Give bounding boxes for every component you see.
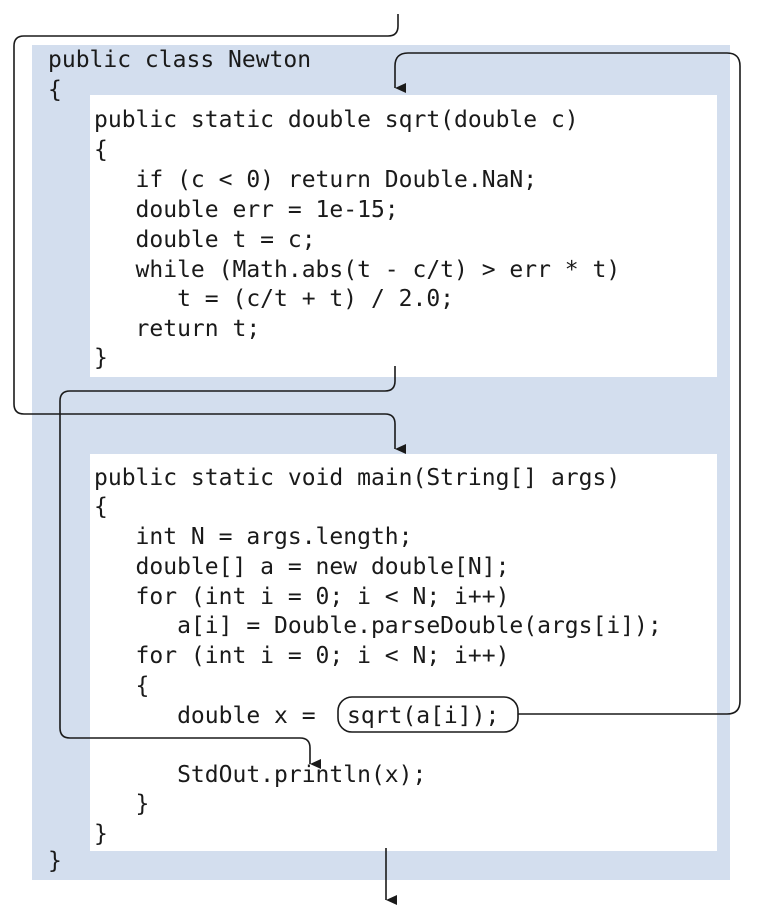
main-line: } xyxy=(94,791,149,817)
sqrt-line: return t; xyxy=(94,316,260,342)
call-to-sqrt-arrow xyxy=(394,52,741,715)
main-line: for (int i = 0; i < N; i++) xyxy=(94,643,509,669)
sqrt-line: double err = 1e-15; xyxy=(94,197,399,223)
main-line: double[] a = new double[N]; xyxy=(94,554,509,580)
main-line: int N = args.length; xyxy=(94,524,413,550)
call-expression: sqrt(a[i]); xyxy=(347,703,499,729)
main-line: } xyxy=(94,821,108,847)
return-to-main-arrow xyxy=(59,366,396,769)
sqrt-line: public static double sqrt(double c) xyxy=(94,107,579,133)
main-method-panel xyxy=(90,454,717,851)
main-line: { xyxy=(94,673,149,699)
class-close-brace: } xyxy=(48,848,62,874)
main-line: double x = xyxy=(94,703,329,729)
sqrt-line: t = (c/t + t) / 2.0; xyxy=(94,286,454,312)
main-method-code: public static void main(String[] args) {… xyxy=(94,465,662,847)
sqrt-line: if (c < 0) return Double.NaN; xyxy=(94,167,537,193)
main-line: StdOut.println(x); xyxy=(94,762,426,788)
main-line: public static void main(String[] args) xyxy=(94,465,620,491)
main-line: for (int i = 0; i < N; i++) xyxy=(94,584,509,610)
entry-to-main-arrow xyxy=(13,14,406,454)
sqrt-method-code: public static double sqrt(double c) { if… xyxy=(94,107,620,371)
class-header: public class Newton xyxy=(48,47,311,73)
sqrt-line: } xyxy=(94,345,108,371)
sqrt-line: while (Math.abs(t - c/t) > err * t) xyxy=(94,257,620,283)
sqrt-line: double t = c; xyxy=(94,227,316,253)
main-line: { xyxy=(94,494,108,520)
sqrt-line: { xyxy=(94,137,108,163)
class-open-brace: { xyxy=(48,77,62,103)
sqrt-method-panel xyxy=(90,95,717,377)
main-line: a[i] = Double.parseDouble(args[i]); xyxy=(94,613,662,639)
